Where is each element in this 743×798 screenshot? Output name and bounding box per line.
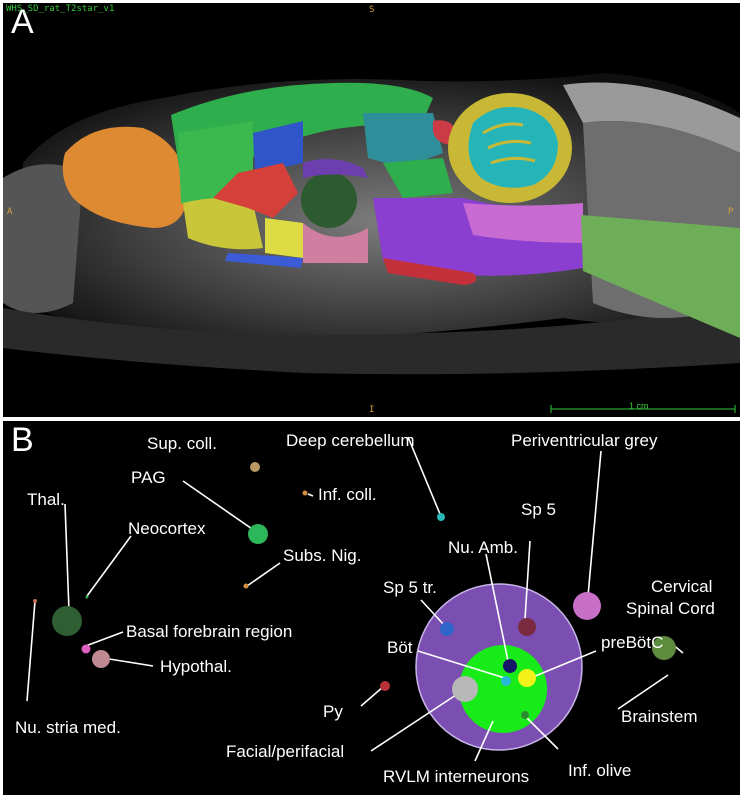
sp5tr-node xyxy=(440,622,454,636)
sup-coll-node xyxy=(250,462,260,472)
thal-node xyxy=(52,606,82,636)
panel-a-letter: A xyxy=(11,3,34,41)
label-nu-amb: Nu. Amb. xyxy=(448,538,518,557)
facial-node xyxy=(452,676,478,702)
neocortex-node xyxy=(85,595,89,599)
nu-stria-node xyxy=(33,599,37,603)
subs-nig-node xyxy=(243,583,249,589)
label-cervical-line1: Cervical xyxy=(651,577,713,596)
basal-forebrain-node xyxy=(81,644,91,654)
label-periventricular-grey: Periventricular grey xyxy=(511,431,658,450)
inf-olive-node xyxy=(521,711,529,719)
label-prebotc: preBötC xyxy=(601,633,664,652)
sp5-node xyxy=(518,618,536,636)
cervical-node xyxy=(652,636,676,660)
label-cervical-line2: Spinal Cord xyxy=(626,599,715,618)
label-nu-stria: Nu. stria med. xyxy=(15,718,121,737)
label-sp5tr: Sp 5 tr. xyxy=(383,578,437,597)
label-sp5: Sp 5 xyxy=(521,500,556,519)
label-neocortex: Neocortex xyxy=(128,519,206,538)
panel-a-mri-atlas: A WHS_SD_rat_T2star_v1 S A P I 1 cm xyxy=(3,3,740,417)
label-bot: Böt xyxy=(387,638,413,657)
panel-b-letter: B xyxy=(11,421,34,459)
label-brainstem: Brainstem xyxy=(621,707,698,726)
scan-title: WHS_SD_rat_T2star_v1 xyxy=(6,4,115,14)
orient-posterior: P xyxy=(728,207,734,217)
label-sup-coll: Sup. coll. xyxy=(147,434,217,453)
label-deep-cerebellum: Deep cerebellum xyxy=(286,431,415,450)
label-inf-coll: Inf. coll. xyxy=(318,485,377,504)
label-subs-nig: Subs. Nig. xyxy=(283,546,362,565)
periventricular-grey-node xyxy=(573,592,601,620)
bot-node xyxy=(501,676,511,686)
nu-amb-node xyxy=(503,659,517,673)
label-facial: Facial/perifacial xyxy=(226,742,345,761)
label-py: Py xyxy=(323,702,343,721)
orient-superior: S xyxy=(369,5,375,15)
scale-bar-label: 1 cm xyxy=(629,401,649,411)
orient-inferior: I xyxy=(369,405,375,415)
diagram-canvas xyxy=(26,436,684,762)
py-node xyxy=(380,681,390,691)
hypothal-node xyxy=(92,650,110,668)
label-thal: Thal. xyxy=(27,490,65,509)
prebotc-node xyxy=(518,669,536,687)
mri-slice-image xyxy=(3,73,740,413)
orient-anterior: A xyxy=(7,207,13,217)
panel-b-node-diagram: B Sup. coll. Deep cerebellum Periventric… xyxy=(3,421,740,795)
pag-node xyxy=(248,524,268,544)
label-hypothal: Hypothal. xyxy=(160,657,232,676)
label-rvlm: RVLM interneurons xyxy=(383,767,530,786)
deep-cerebellum-node xyxy=(437,513,445,521)
label-basal-forebrain: Basal forebrain region xyxy=(126,622,293,641)
label-inf-olive: Inf. olive xyxy=(568,761,632,780)
inf-coll-node xyxy=(302,490,308,496)
label-pag: PAG xyxy=(131,468,166,487)
